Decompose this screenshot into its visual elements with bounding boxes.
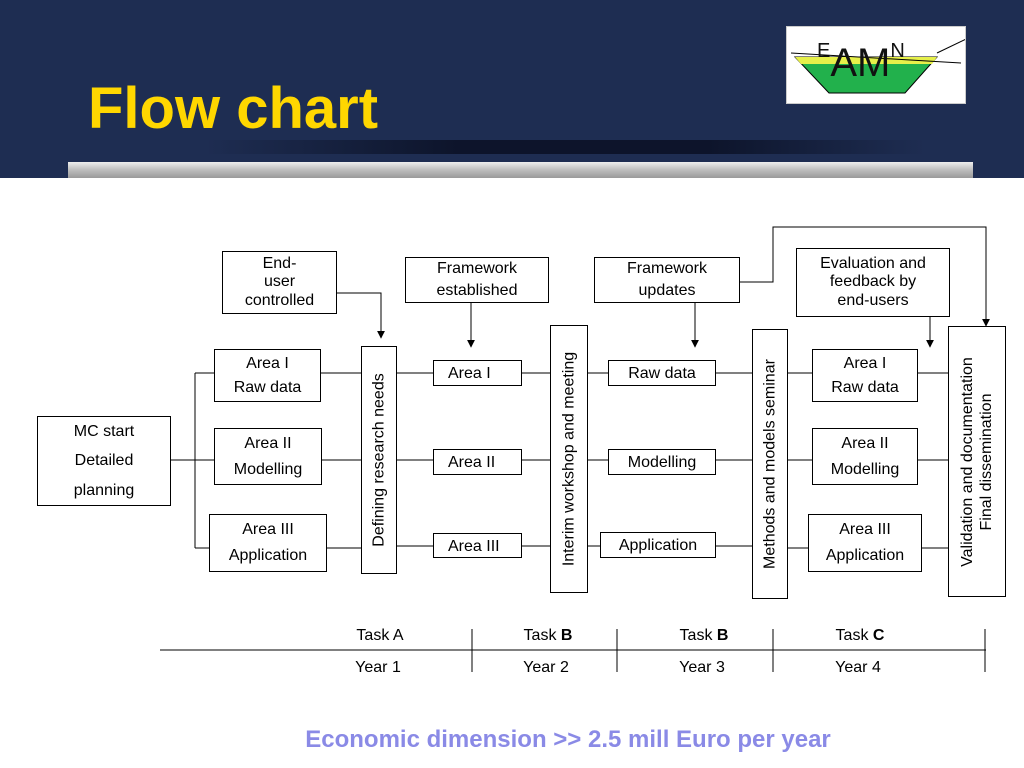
framework-established-box: Framework established bbox=[405, 257, 549, 303]
timeline-task-3: Task B bbox=[679, 627, 729, 644]
right-area-1-subtitle: Raw data bbox=[831, 378, 899, 396]
mid-raw-data-label: Raw data bbox=[628, 365, 696, 382]
timeline-task-4: Task C bbox=[835, 627, 885, 644]
framework-established-line-2: established bbox=[436, 282, 518, 299]
mid-area-2-box: Area II bbox=[433, 449, 522, 475]
timeline-year-2: Year 2 bbox=[523, 659, 569, 676]
evaluation-line-2: feedback by bbox=[829, 273, 917, 291]
left-area-1-subtitle: Raw data bbox=[233, 378, 302, 396]
right-area-1-title: Area I bbox=[843, 355, 887, 373]
interim-workshop-label: Interim workshop and meeting bbox=[560, 351, 578, 567]
left-area-1-box: Area I Raw data bbox=[214, 349, 321, 402]
end-user-controlled-box: End- user controlled bbox=[222, 251, 337, 314]
timeline-year-3: Year 3 bbox=[679, 659, 725, 676]
timeline-year-1: Year 1 bbox=[355, 659, 401, 676]
validation-box: Validation and documentation Final disse… bbox=[948, 326, 1006, 597]
mc-start-line-2: Detailed bbox=[74, 452, 134, 470]
mid-area-2-label: Area II bbox=[448, 454, 496, 471]
methods-seminar-box: Methods and models seminar bbox=[752, 329, 788, 599]
mid-modelling-box: Modelling bbox=[608, 449, 716, 475]
mid-modelling-label: Modelling bbox=[627, 454, 697, 471]
evaluation-line-3: end-users bbox=[837, 291, 909, 309]
timeline-task-2: Task B bbox=[523, 627, 573, 644]
mid-application-label: Application bbox=[618, 537, 698, 554]
slide-title: Flow chart bbox=[88, 76, 379, 141]
right-area-2-box: Area II Modelling bbox=[812, 428, 918, 485]
economic-dimension-footer: Economic dimension >> 2.5 mill Euro per … bbox=[305, 726, 831, 753]
end-user-line-3: controlled bbox=[244, 291, 315, 309]
right-area-1-box: Area I Raw data bbox=[812, 349, 918, 402]
framework-established-line-1: Framework bbox=[436, 260, 517, 278]
mid-application-box: Application bbox=[600, 532, 716, 558]
defining-research-needs-label: Defining research needs bbox=[370, 373, 388, 547]
right-area-2-title: Area II bbox=[841, 434, 889, 452]
defining-research-needs-box: Defining research needs bbox=[361, 346, 397, 574]
mc-start-line-1: MC start bbox=[73, 422, 135, 440]
end-user-line-1: End- bbox=[262, 254, 297, 272]
mc-start-line-3: planning bbox=[73, 481, 135, 499]
timeline-task-1: Task A bbox=[356, 627, 404, 644]
eamn-logo: EAMN bbox=[786, 26, 966, 104]
evaluation-line-1: Evaluation and bbox=[820, 254, 926, 272]
right-area-3-title: Area III bbox=[839, 521, 891, 539]
evaluation-feedback-box: Evaluation and feedback by end-users bbox=[796, 248, 950, 317]
header-shadow bbox=[205, 140, 925, 154]
validation-line-1: Validation and documentation bbox=[958, 356, 976, 567]
validation-line-2: Final dissemination bbox=[978, 393, 995, 530]
right-area-3-subtitle: Application bbox=[825, 547, 905, 564]
framework-updates-line-1: Framework bbox=[626, 260, 707, 278]
mc-start-box: MC start Detailed planning bbox=[37, 416, 171, 506]
left-area-2-title: Area II bbox=[244, 434, 292, 452]
logo-wordmark: EAMN bbox=[817, 40, 905, 85]
logo-graphic bbox=[790, 39, 965, 94]
right-area-3-box: Area III Application bbox=[808, 514, 922, 572]
left-area-1-title: Area I bbox=[246, 355, 289, 373]
mid-area-1-box: Area I bbox=[433, 360, 522, 386]
right-area-2-subtitle: Modelling bbox=[830, 460, 900, 478]
left-area-3-title: Area III bbox=[242, 521, 294, 539]
left-area-2-box: Area II Modelling bbox=[214, 428, 322, 485]
validation-label: Validation and documentation Final disse… bbox=[958, 357, 996, 567]
mid-area-1-label: Area I bbox=[448, 365, 491, 382]
left-area-3-subtitle: Application bbox=[228, 547, 308, 564]
mid-area-3-label: Area III bbox=[448, 538, 500, 555]
mid-area-3-box: Area III bbox=[433, 533, 522, 558]
mid-raw-data-box: Raw data bbox=[608, 360, 716, 386]
timeline-year-4: Year 4 bbox=[835, 659, 881, 676]
framework-updates-box: Framework updates bbox=[594, 257, 740, 303]
end-user-line-2: user bbox=[263, 273, 296, 291]
left-area-3-box: Area III Application bbox=[209, 514, 327, 572]
interim-workshop-box: Interim workshop and meeting bbox=[550, 325, 588, 593]
header-divider-bar bbox=[68, 162, 973, 178]
left-area-2-subtitle: Modelling bbox=[233, 460, 303, 478]
framework-updates-line-2: updates bbox=[638, 282, 696, 299]
methods-seminar-label: Methods and models seminar bbox=[761, 359, 779, 569]
